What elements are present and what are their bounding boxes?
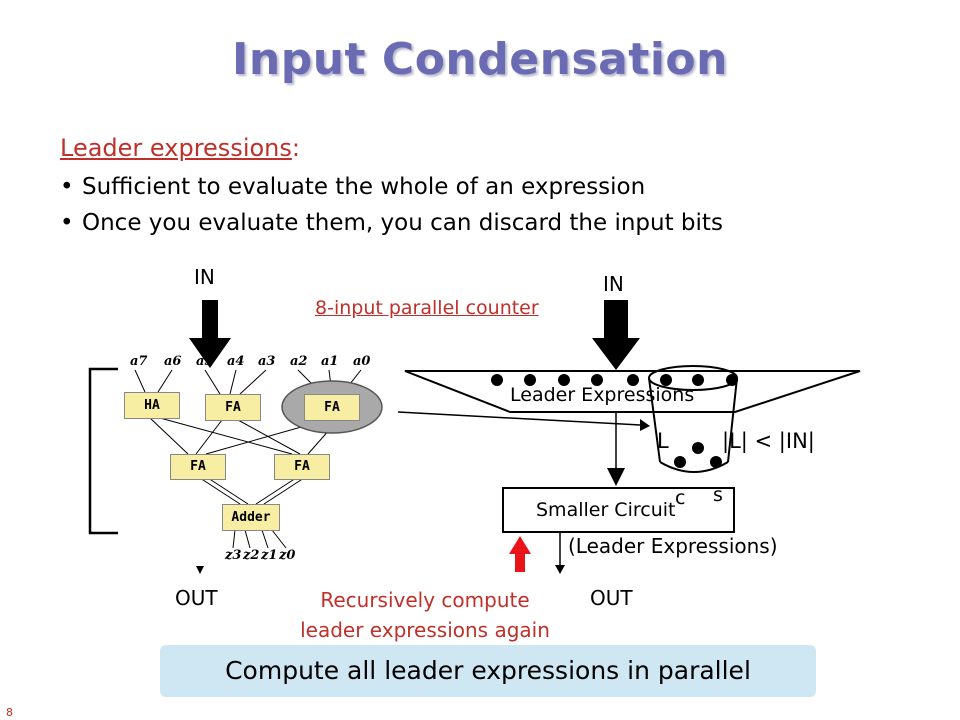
cylinder-left (648, 377, 661, 463)
bit-label: a7 (130, 354, 148, 369)
full-adder-box: FA (170, 454, 226, 480)
leader-expressions-heading: Leader expressions: (60, 134, 300, 162)
bit-label: a4 (227, 354, 245, 369)
summary-banner: Compute all leader expressions in parall… (160, 645, 816, 697)
recursive-note-line: leader expressions again (300, 618, 550, 642)
heading-text: Leader expressions (60, 134, 292, 162)
inequality-label: |L| < |IN| (722, 429, 815, 453)
bit-label: a2 (290, 354, 308, 369)
right-in-arrow-shaft (604, 300, 628, 340)
leader-expressions-paren-label: (Leader Expressions) (568, 534, 778, 558)
full-adder-box: FA (274, 454, 330, 480)
to-circuit-arrowhead (607, 468, 625, 486)
bit-label: a0 (353, 354, 371, 369)
recursive-note: Recursively compute leader expressions a… (270, 585, 580, 645)
c-label: c (675, 487, 686, 509)
to-out-arrowhead (555, 565, 565, 574)
bit-label: a6 (164, 354, 182, 369)
left-out-label: OUT (175, 586, 218, 610)
cylinder-right (727, 377, 738, 463)
bit-label: a1 (321, 354, 339, 369)
page-number: 8 (6, 706, 13, 719)
parallel-counter-label: 8-input parallel counter (315, 297, 539, 319)
full-adder-box: FA (304, 394, 360, 421)
out-tick-arrow (196, 566, 204, 574)
recursion-arrow-shaft (515, 552, 525, 572)
pointer-arrowhead (640, 419, 650, 431)
cylinder-dots (674, 442, 722, 468)
bit-label: a5 (196, 354, 214, 369)
bit-label: a3 (258, 354, 276, 369)
leader-dots (491, 374, 738, 386)
adder-box: Adder (222, 504, 280, 531)
bullet-text: Sufficient to evaluate the whole of an e… (82, 174, 646, 200)
slide-title: Input Condensation (232, 34, 728, 85)
leader-trapezoid (404, 370, 861, 413)
output-label: z2 (243, 548, 260, 563)
left-in-label: IN (194, 265, 215, 289)
bullet-item: •Once you evaluate them, you can discard… (60, 210, 723, 236)
pointer-line (397, 411, 641, 426)
right-in-arrow-head (592, 338, 640, 370)
input-wires (134, 369, 362, 549)
right-out-label: OUT (590, 586, 633, 610)
right-in-label: IN (603, 272, 624, 296)
output-label: z1 (261, 548, 278, 563)
half-adder-box: HA (124, 392, 180, 419)
smaller-circuit-label: Smaller Circuit (536, 499, 676, 521)
left-in-arrow-shaft (202, 300, 218, 340)
s-label: s (713, 484, 723, 506)
heading-suffix: : (291, 134, 300, 162)
smaller-circuit-box (502, 487, 735, 533)
left-in-arrow-head (189, 338, 231, 368)
output-label: z0 (279, 548, 296, 563)
bullet-item: •Sufficient to evaluate the whole of an … (60, 174, 646, 200)
recursive-note-line: Recursively compute (320, 588, 530, 612)
recursion-arrow-head (509, 536, 531, 554)
full-adder-box: FA (205, 394, 261, 421)
feedback-bracket (88, 367, 118, 535)
leader-expressions-label: Leader Expressions (510, 384, 695, 406)
cylinder-bottom (659, 461, 729, 473)
bullet-text: Once you evaluate them, you can discard … (82, 210, 723, 236)
output-label: z3 (225, 548, 242, 563)
l-label: L (657, 429, 669, 453)
